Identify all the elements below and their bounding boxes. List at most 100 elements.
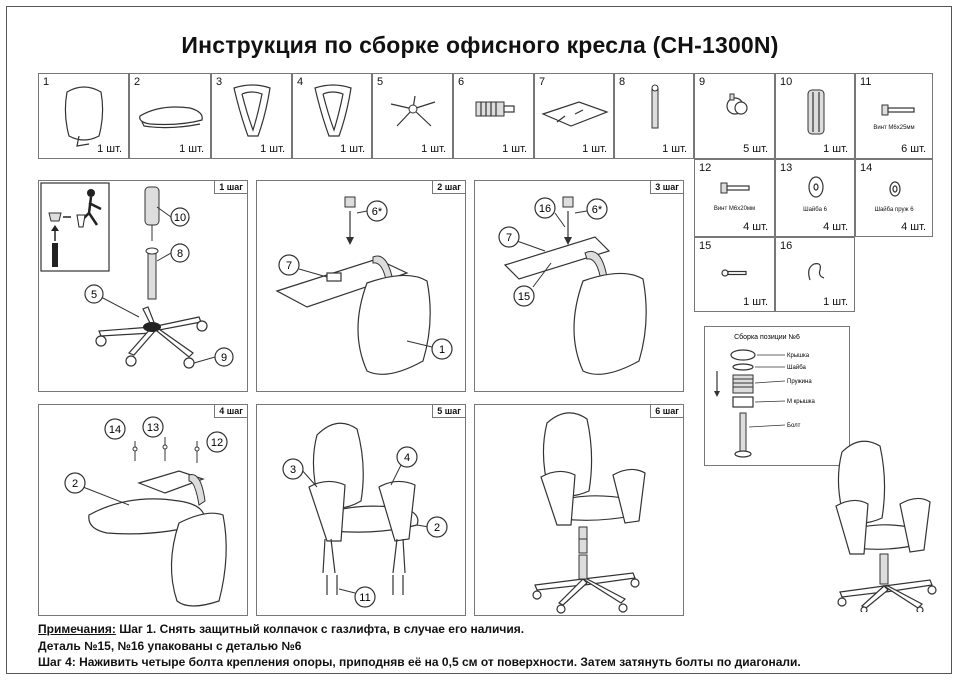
callout: 11	[359, 592, 370, 604]
step-tag: 4 шаг	[214, 405, 247, 418]
callout: 6*	[372, 206, 383, 218]
pin-icon	[721, 269, 747, 277]
notes-line-2: Деталь №15, №16 упакованы с деталью №6	[38, 638, 302, 653]
part-number: 6	[458, 76, 465, 88]
step-tag: 6 шаг	[650, 405, 683, 418]
step-tag: 5 шаг	[432, 405, 465, 418]
part-number: 1	[43, 76, 50, 88]
notes-block: Примечания: Шаг 1. Снять защитный колпач…	[38, 621, 801, 671]
callout: 16	[539, 203, 551, 215]
assembly-6-diagram: Сборка позиции №6 Крышка Шайба Пружина М…	[714, 333, 816, 458]
step-2-diagram: 6* 7 1	[275, 196, 453, 375]
assembly-6-panel: Сборка позиции №6 Крышка Шайба Пружина М…	[704, 326, 850, 466]
part-qty: 6 шт.	[901, 143, 926, 155]
step-3-diagram: 16 6* 7 15	[498, 196, 647, 375]
part-cell-10: 10 1 шт.	[775, 73, 855, 159]
notes-text: Шаг 1. Снять защитный колпачок с газлифт…	[115, 622, 525, 636]
backrest-icon	[64, 86, 104, 147]
part-caption: Винт М6х20мм	[713, 206, 756, 212]
part-cell-5: 5 1 шт.	[372, 73, 453, 159]
callout: 7	[506, 232, 512, 244]
notes-line-3: Шаг 4: Наживить четыре болта крепления о…	[38, 655, 801, 669]
rod-icon	[651, 84, 659, 129]
part-number: 10	[780, 76, 793, 88]
part-caption: Шайба 6	[803, 207, 827, 213]
step-6-panel: 6 шаг	[474, 404, 684, 616]
assembly-label: Шайба	[787, 364, 806, 371]
seat-icon	[139, 106, 203, 129]
callout: 7	[286, 260, 292, 272]
callout: 12	[211, 437, 223, 449]
part-number: 7	[539, 76, 546, 88]
callout: 3	[290, 464, 296, 476]
part-number: 2	[134, 76, 141, 88]
notes-line-1: Примечания: Шаг 1. Снять защитный колпач…	[38, 621, 801, 638]
part-cell-1: 1 1 шт.	[38, 73, 129, 159]
step-tag: 1 шаг	[214, 181, 247, 194]
part-cell-8: 8 1 шт.	[614, 73, 694, 159]
callout: 14	[109, 424, 121, 436]
step-2-panel: 2 шаг 6* 7 1	[256, 180, 466, 392]
part-qty: 1 шт.	[582, 143, 607, 155]
part-qty: 1 шт.	[179, 143, 204, 155]
part-cell-12: 12 Винт М6х20мм 4 шт.	[694, 159, 775, 237]
step-6-diagram	[532, 412, 646, 614]
part-number: 13	[780, 162, 793, 174]
part-number: 16	[780, 240, 793, 252]
assembly-label: Болт	[787, 423, 801, 429]
assembly-label: Крышка	[787, 353, 810, 359]
part-cell-14: 14 Шайба пруж 6 4 шт.	[855, 159, 933, 237]
part-number: 14	[860, 162, 873, 174]
part-qty: 4 шт.	[901, 221, 926, 233]
caster-icon	[726, 93, 748, 115]
screw-icon	[881, 104, 915, 116]
step-4-diagram: 14 13 12 2	[64, 416, 228, 607]
assembly-title: Сборка позиции №6	[734, 333, 800, 341]
armrest-right-icon	[314, 84, 352, 137]
assembly-label: М крышка	[787, 399, 816, 405]
callout: 5	[91, 289, 97, 301]
spring-washer-icon	[889, 181, 901, 197]
part-number: 8	[619, 76, 626, 88]
part-qty: 1 шт.	[823, 296, 848, 308]
part-qty: 4 шт.	[823, 221, 848, 233]
part-qty: 1 шт.	[662, 143, 687, 155]
part-cell-11: 11 Винт М6х25мм 6 шт.	[855, 73, 933, 159]
assembled-chair-illustration	[835, 440, 937, 612]
callout: 9	[221, 352, 227, 364]
part-number: 9	[699, 76, 706, 88]
gas-lift-cylinder-icon	[475, 101, 515, 117]
step-1-panel: 1 шаг 10 8 5 9	[38, 180, 248, 392]
part-number: 5	[377, 76, 384, 88]
callout: 2	[434, 522, 440, 534]
part-cell-3: 3 1 шт.	[211, 73, 292, 159]
step-5-diagram: 3 4 2 11	[282, 422, 448, 608]
part-caption: Шайба пруж 6	[874, 207, 914, 213]
part-qty: 1 шт.	[502, 143, 527, 155]
callout: 2	[72, 478, 78, 490]
callout: 4	[404, 452, 410, 464]
callout: 8	[177, 248, 183, 260]
part-number: 11	[860, 76, 872, 88]
step-1-diagram: 10 8 5 9	[40, 182, 234, 369]
callout: 13	[147, 422, 159, 434]
part-qty: 5 шт.	[743, 143, 768, 155]
step-4-panel: 4 шаг 14 13 12 2	[38, 404, 248, 616]
step-tag: 2 шаг	[432, 181, 465, 194]
gas-lift-cover-icon	[807, 89, 825, 135]
base-icon	[390, 95, 436, 127]
part-cell-6: 6 1 шт.	[453, 73, 534, 159]
part-qty: 1 шт.	[823, 143, 848, 155]
part-qty: 1 шт.	[340, 143, 365, 155]
armrest-left-icon	[233, 84, 271, 137]
part-cell-15: 15 1 шт.	[694, 237, 775, 312]
part-cell-7: 7 1 шт.	[534, 73, 614, 159]
callout: 6*	[592, 204, 603, 216]
assembly-label: Пружина	[787, 379, 812, 385]
mechanism-plate-icon	[541, 101, 609, 127]
part-qty: 1 шт.	[421, 143, 446, 155]
step-tag: 3 шаг	[650, 181, 683, 194]
part-qty: 4 шт.	[743, 221, 768, 233]
part-number: 15	[699, 240, 712, 252]
page-frame	[6, 6, 952, 674]
